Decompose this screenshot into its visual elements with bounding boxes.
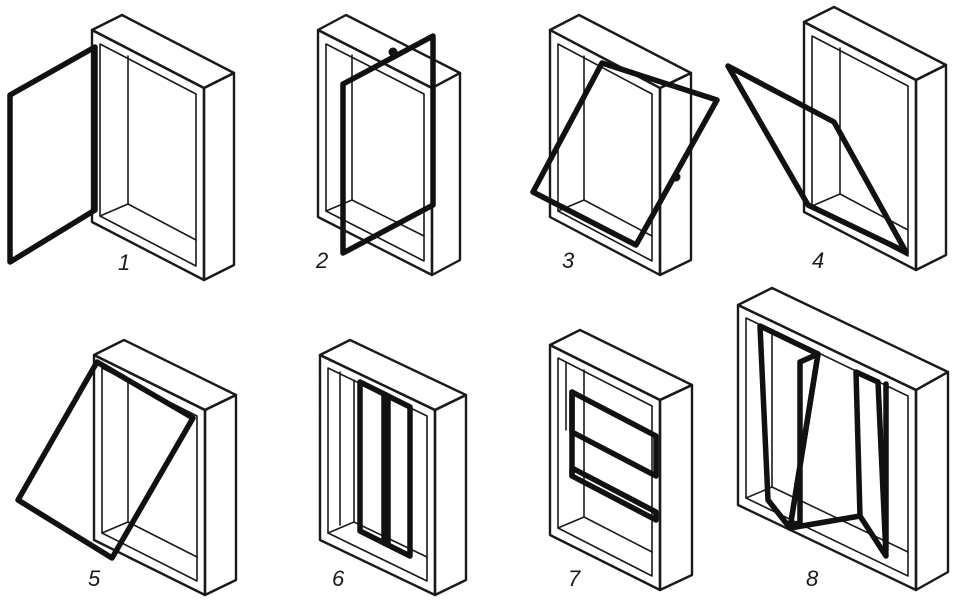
box-frame — [736, 286, 950, 592]
box-frame — [90, 13, 236, 282]
pivot-dot — [388, 47, 398, 57]
figure-label: 2 — [315, 248, 328, 273]
figure-3: 3 — [530, 13, 720, 277]
figure-5: 5 — [15, 338, 238, 597]
figure-label: 5 — [88, 566, 101, 591]
figure-1: 1 — [7, 13, 236, 282]
figure-7: 7 — [548, 328, 694, 592]
sash-pivot — [340, 33, 436, 256]
figure-label: 7 — [568, 566, 581, 591]
sash-top-hung — [15, 359, 196, 561]
sliding-sashes — [357, 379, 413, 559]
box-frame — [548, 328, 694, 592]
sliding-sashes — [569, 389, 659, 523]
figure-2: 2 — [315, 13, 462, 277]
figure-label: 1 — [118, 250, 130, 275]
figure-label: 8 — [806, 566, 819, 591]
figure-label: 4 — [812, 248, 824, 273]
figure-label: 6 — [332, 566, 345, 591]
folding-sashes — [757, 323, 889, 559]
box-frame — [318, 338, 468, 597]
box-frame — [802, 5, 948, 272]
figure-4: 4 — [725, 5, 948, 273]
sash-pivot — [530, 60, 720, 248]
box-frame — [316, 13, 462, 277]
sash-tilted — [725, 63, 909, 255]
figure-6: 6 — [318, 338, 468, 597]
box-frame — [92, 338, 238, 597]
figure-8: 8 — [736, 286, 950, 592]
sash-open — [7, 44, 98, 265]
figure-label: 3 — [562, 248, 575, 273]
pivot-dot — [671, 172, 681, 182]
